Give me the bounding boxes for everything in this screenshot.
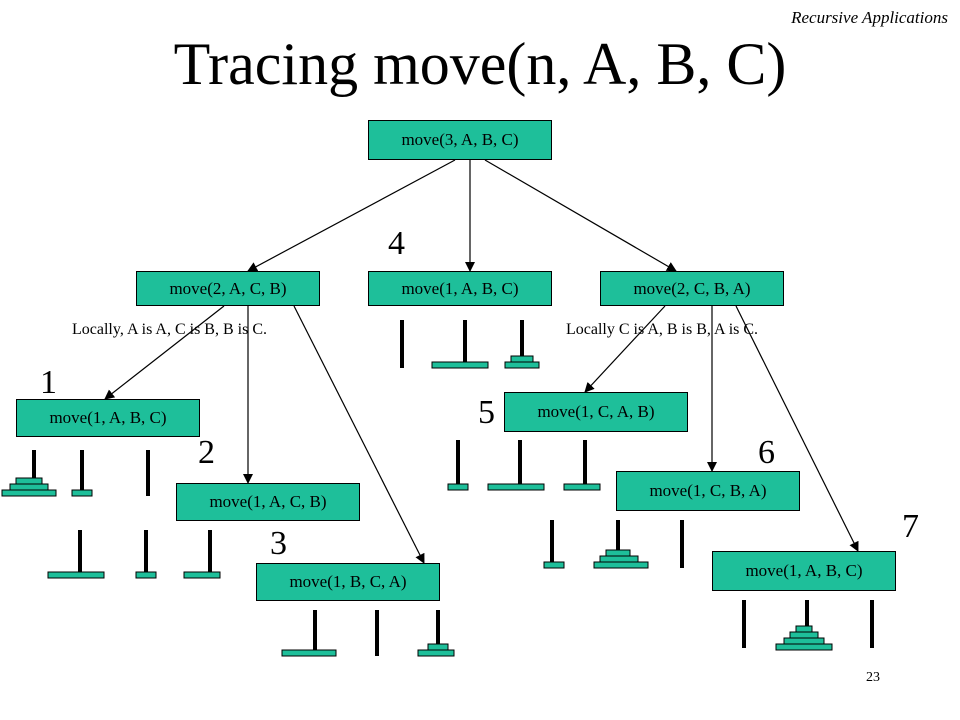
- pegs-l2-a-top: [32, 450, 150, 496]
- disk: [9, 483, 49, 491]
- node-l2-d: move(1, C, A, B): [504, 392, 688, 432]
- slide-title: Tracing move(n, A, B, C): [173, 31, 787, 97]
- edge-right-f: [735, 305, 859, 552]
- disk: [447, 483, 469, 491]
- node-l2-b: move(1, A, C, B): [176, 483, 360, 521]
- page-number: 23: [866, 670, 880, 685]
- step-label-1: 1: [40, 364, 57, 401]
- disk: [605, 549, 631, 557]
- pegs-l1-mid: [400, 320, 524, 368]
- disk: [510, 355, 534, 363]
- disk: [183, 571, 221, 579]
- disk: [431, 361, 489, 369]
- section-header: Recursive Applications: [791, 8, 948, 27]
- step-label-6: 6: [758, 434, 775, 471]
- node-root: move(3, A, B, C): [368, 120, 552, 160]
- disk: [504, 361, 540, 369]
- disk: [1, 489, 57, 497]
- step-label-2: 2: [198, 434, 215, 471]
- step-label-4: 4: [388, 225, 405, 262]
- disk: [543, 561, 565, 569]
- disk: [783, 637, 825, 645]
- pegs-l2-e: [550, 520, 684, 568]
- step-label-5: 5: [478, 394, 495, 431]
- pegs-l2-c: [313, 610, 440, 656]
- pegs-l2-a-bottom: [78, 530, 212, 572]
- disk: [281, 649, 337, 657]
- disk: [599, 555, 639, 563]
- disk: [427, 643, 449, 651]
- disk: [487, 483, 545, 491]
- disk: [417, 649, 455, 657]
- node-l1-left: move(2, A, C, B): [136, 271, 320, 306]
- disk: [563, 483, 601, 491]
- disk: [593, 561, 649, 569]
- edge-root-left: [247, 159, 456, 272]
- edge-left-a: [104, 305, 225, 400]
- pegs-l2-d: [456, 440, 587, 486]
- disk: [795, 625, 813, 633]
- note-left: Locally, A is A, C is B, B is C.: [72, 321, 267, 338]
- disk: [135, 571, 157, 579]
- disk: [47, 571, 105, 579]
- node-l1-right: move(2, C, B, A): [600, 271, 784, 306]
- edge-left-c: [293, 305, 425, 564]
- node-l2-e: move(1, C, B, A): [616, 471, 800, 511]
- edge-right-d: [584, 305, 666, 393]
- step-label-7: 7: [902, 508, 919, 545]
- edge-root-right: [484, 159, 677, 272]
- step-label-3: 3: [270, 525, 287, 562]
- node-l2-a: move(1, A, B, C): [16, 399, 200, 437]
- disk: [775, 643, 833, 651]
- pegs-l2-f: [742, 600, 874, 648]
- node-l1-mid: move(1, A, B, C): [368, 271, 552, 306]
- node-l2-c: move(1, B, C, A): [256, 563, 440, 601]
- disk: [71, 489, 93, 497]
- note-right: Locally C is A, B is B, A is C.: [566, 321, 759, 338]
- node-l2-f: move(1, A, B, C): [712, 551, 896, 591]
- disk: [789, 631, 819, 639]
- disk: [15, 477, 43, 485]
